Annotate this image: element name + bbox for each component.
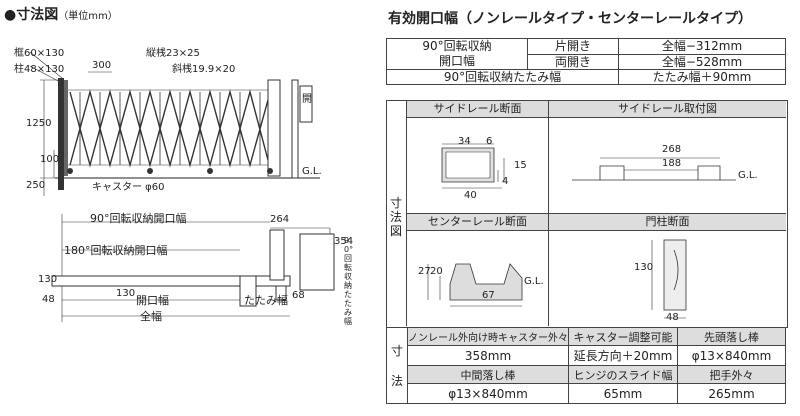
spec-v5: 65mm <box>568 383 678 404</box>
spec-v3: φ13×840mm <box>677 345 786 366</box>
label-foldw: たたみ幅 <box>244 294 288 307</box>
table-cell-double: 両開き <box>527 53 619 70</box>
dim-s4: 4 <box>502 176 509 187</box>
section-drawings-svg <box>427 143 736 319</box>
label-w180: 180°回転収納開口幅 <box>64 244 168 257</box>
dim-c27: 27 <box>418 266 431 277</box>
dimension-title-text: ●寸法図 <box>4 7 59 23</box>
dim-cgl: G.L. <box>524 276 544 287</box>
label-fold90: 90°回転収納たたみ幅 <box>344 236 354 326</box>
dim-c67: 67 <box>482 290 495 301</box>
spec-h3: 先頭落し棒 <box>677 327 786 346</box>
dim-gl: G.L. <box>738 170 758 181</box>
spec-v2: 延長方向＋20mm <box>568 345 678 366</box>
dim-s188: 188 <box>662 158 682 169</box>
spec-h5: ヒンジのスライド幅 <box>568 365 678 384</box>
label-h100: 100 <box>40 154 60 165</box>
dimension-title: ●寸法図（単位mm） <box>4 4 118 24</box>
label-openw: 開口幅 <box>136 294 169 307</box>
label-w264: 264 <box>270 214 290 225</box>
dim-s34: 34 <box>458 136 471 147</box>
spec-v1: 358mm <box>407 345 569 366</box>
dim-s40: 40 <box>464 190 477 201</box>
label-d68: 68 <box>292 290 305 301</box>
spec-h6: 把手外々 <box>677 365 786 384</box>
label-d48: 48 <box>42 294 55 305</box>
spec-table: 寸 法 ノンレール外向け時キャスター外々 キャスター調整可能 先頭落し棒 358… <box>386 327 786 404</box>
label-post: 柱48×130 <box>14 64 65 75</box>
label-w90: 90°回転収納開口幅 <box>90 212 187 225</box>
side-label: 寸法図 <box>390 196 403 238</box>
effective-opening-table: 90°回転収納 開口幅 片開き 全幅−312mm 両開き 全幅−528mm 90… <box>386 38 786 85</box>
label-d354: 354 <box>334 236 354 247</box>
table-cell-fold: 90°回転収納たたみ幅 <box>386 69 619 85</box>
label-open-sign: 開 <box>302 94 312 105</box>
label-caster: キャスター φ60 <box>92 182 165 193</box>
spec-v6: 265mm <box>677 383 786 404</box>
label-frame: 框60×130 <box>14 48 65 59</box>
label-vbar: 縦桟23×25 <box>146 48 200 59</box>
dim-m48: 48 <box>666 312 679 323</box>
panel-side-rail-section: サイドレール断面 <box>407 101 548 118</box>
dim-c20: 20 <box>430 266 443 277</box>
spec-side-2: 法 <box>390 373 403 388</box>
panel-post-section: 門柱断面 <box>549 214 786 231</box>
section-row-1 <box>406 100 786 214</box>
label-pitch: 300 <box>92 60 112 71</box>
label-d130b: 130 <box>116 288 136 299</box>
spec-h4: 中間落し棒 <box>407 365 569 384</box>
label-d130a: 130 <box>38 274 58 285</box>
table-cell-fold-value: たたみ幅＋90mm <box>618 69 786 85</box>
table-cell-double-value: 全幅−528mm <box>618 53 786 70</box>
dim-s6: 6 <box>486 136 493 147</box>
spec-v4: φ13×840mm <box>407 383 569 404</box>
label-h250: 250 <box>26 180 46 191</box>
dim-m130: 130 <box>634 262 654 273</box>
label-dbar: 斜桟19.9×20 <box>172 64 236 75</box>
spec-h2: キャスター調整可能 <box>568 327 678 346</box>
table-cell-single-value: 全幅−312mm <box>618 38 786 55</box>
table-cell-90: 90°回転収納 開口幅 <box>386 38 528 70</box>
gate-elevation-drawing <box>29 51 335 322</box>
label-gl: G.L. <box>302 166 322 177</box>
table-cell-single: 片開き <box>527 38 619 55</box>
dim-s268: 268 <box>662 144 682 155</box>
effective-opening-title: 有効開口幅（ノンレールタイプ・センターレールタイプ） <box>388 11 752 27</box>
spec-side-label: 寸 法 <box>386 327 408 404</box>
label-total: 全幅 <box>140 310 162 323</box>
panel-center-rail-section: センターレール断面 <box>407 214 548 231</box>
dim-s15: 15 <box>514 160 527 171</box>
spec-side-1: 寸 <box>390 343 403 358</box>
panel-side-rail-mount: サイドレール取付図 <box>549 101 786 118</box>
unit-label: （単位mm） <box>58 11 118 22</box>
spec-h1: ノンレール外向け時キャスター外々 <box>407 327 569 346</box>
label-h1250: 1250 <box>26 118 52 129</box>
section-divider <box>548 100 549 326</box>
